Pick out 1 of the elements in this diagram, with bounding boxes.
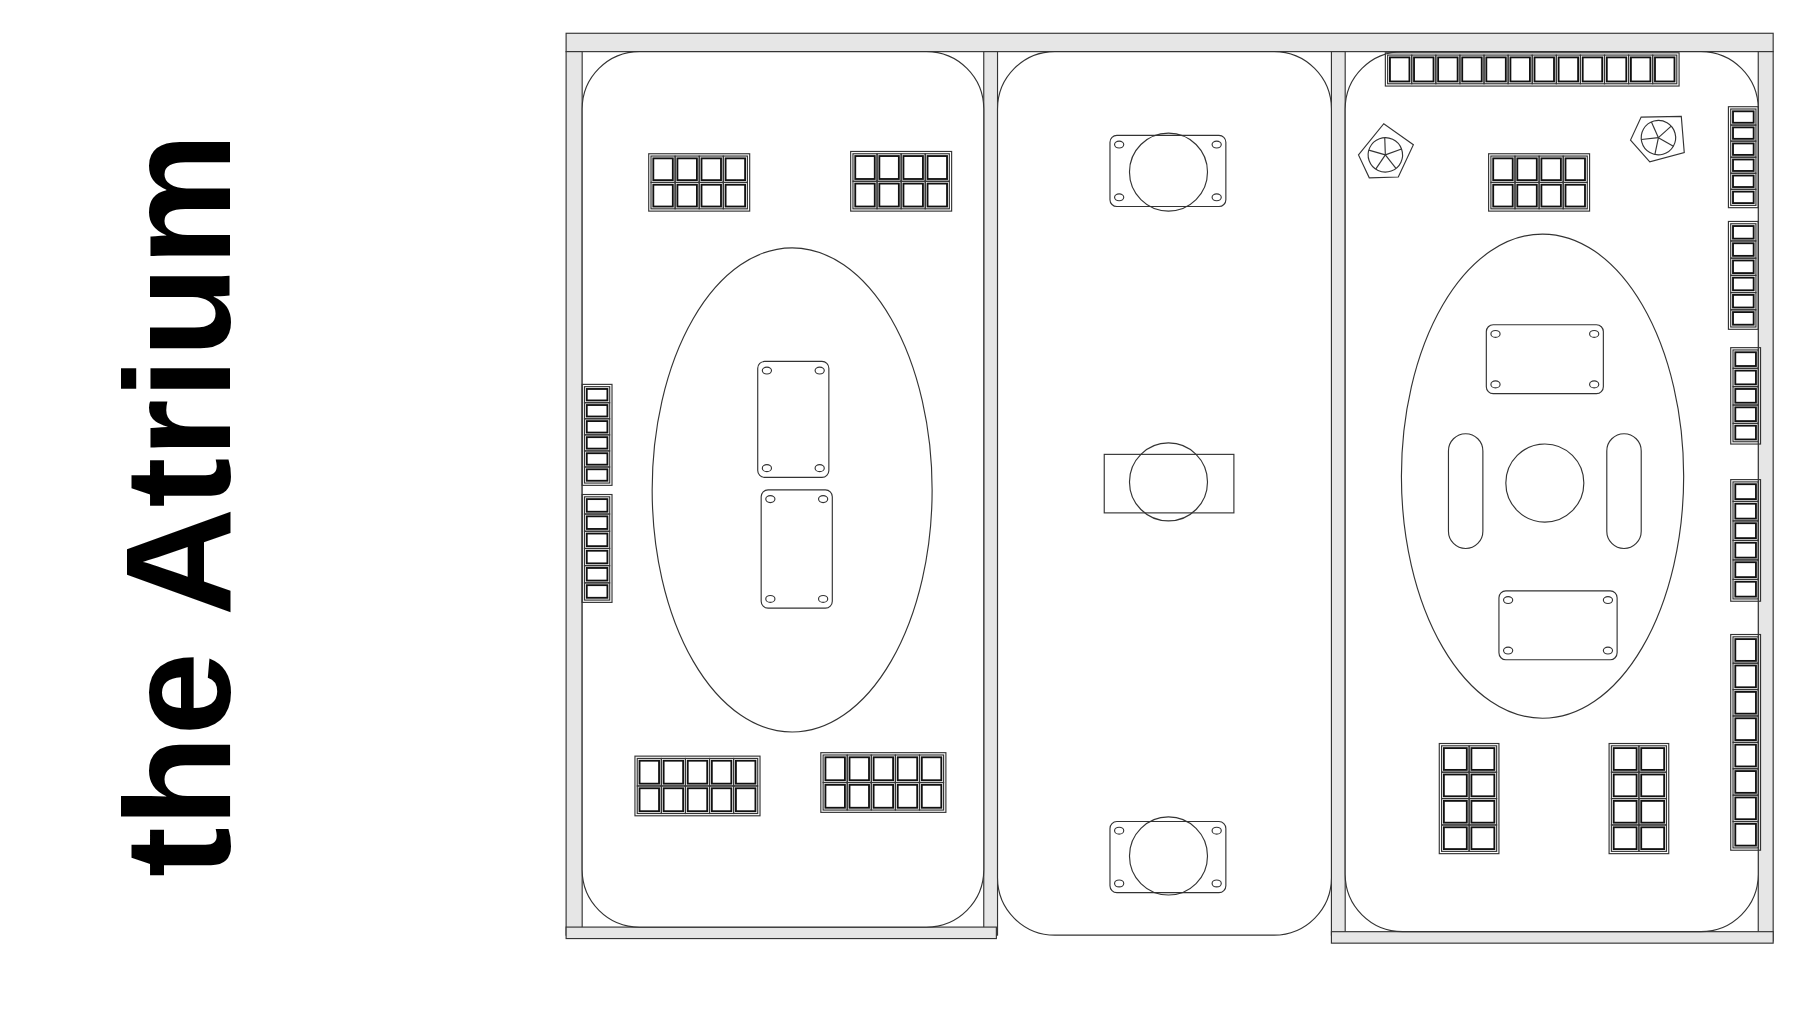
title: the Atrium	[103, 132, 253, 877]
